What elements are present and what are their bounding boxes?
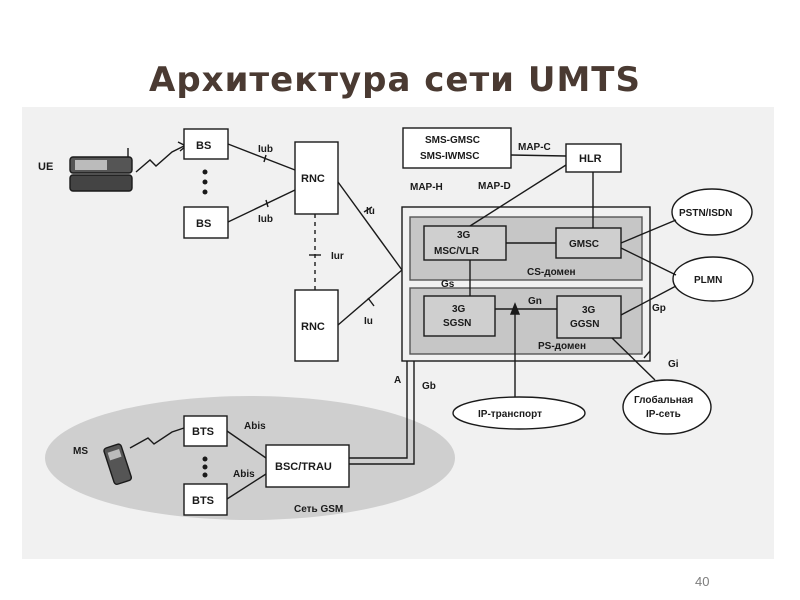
sms-gmsc-label: SMS-GMSC	[425, 135, 480, 146]
msc-vlr-label-line2: MSC/VLR	[434, 246, 480, 257]
a-label: A	[394, 375, 401, 386]
ue-phone-icon	[69, 148, 133, 192]
iu-top-label: Iu	[366, 206, 375, 217]
bts-ellipsis-dot	[202, 456, 208, 462]
ggsn-box	[556, 295, 622, 339]
map-h-label: MAP-H	[410, 182, 443, 193]
rnc-top-box	[294, 141, 339, 215]
iur-label: Iur	[331, 251, 344, 262]
rnc-bottom-box	[294, 289, 339, 362]
global-ip-network-ellipse	[622, 379, 712, 435]
bts-top-box	[183, 415, 228, 447]
ggsn-label-line2: GGSN	[570, 319, 599, 330]
global-ip-label-line1: Глобальная	[634, 394, 693, 406]
core-network-frame	[401, 206, 651, 362]
gmsc-label: GMSC	[569, 239, 599, 250]
sms-iwmsc-label: SMS-IWMSC	[420, 151, 479, 162]
cs-domain-label: CS-домен	[527, 267, 576, 278]
iu-bottom-label: Iu	[364, 316, 373, 327]
sgsn-label-line1: 3G	[452, 304, 466, 315]
gi-label: Gi	[668, 359, 679, 370]
gb-label: Gb	[422, 381, 436, 392]
gsm-network-area	[45, 396, 455, 520]
ue-radio-link	[135, 145, 185, 173]
bs-ellipsis-dot	[202, 179, 208, 185]
gn-label: Gn	[528, 296, 542, 307]
sgsn-label-line2: SGSN	[443, 318, 471, 329]
global-ip-label-line2: IP-сеть	[646, 409, 681, 420]
umts-architecture-diagram: UE BS BS RNC RNC Iub Iub Iur Iu Iu SMS-G…	[38, 127, 754, 520]
iub-bottom-label: Iub	[258, 214, 273, 225]
sgsn-box	[423, 295, 496, 337]
bs-ellipsis-dot	[202, 169, 208, 175]
rnc-top-label: RNC	[301, 173, 325, 185]
ue-label: UE	[38, 161, 53, 173]
gb-interface-link	[349, 361, 415, 465]
msc-vlr-box	[423, 225, 507, 261]
ps-domain-label: PS-домен	[538, 341, 586, 352]
bts-ellipsis-dot	[202, 464, 208, 470]
bs-top-label: BS	[196, 140, 211, 152]
msc-vlr-label-line1: 3G	[457, 230, 471, 241]
abis-top-label: Abis	[244, 421, 266, 432]
ms-radio-link	[129, 427, 185, 449]
bs-bottom-label: BS	[196, 218, 211, 230]
rnc-bottom-label: RNC	[301, 321, 325, 333]
bs-ellipsis-dot	[202, 189, 208, 195]
sms-gmsc-box	[402, 127, 512, 169]
plmn-label: PLMN	[694, 275, 722, 286]
pstn-isdn-label: PSTN/ISDN	[679, 208, 732, 219]
bs-bottom-box	[183, 206, 229, 239]
ip-transport-label: IP-транспорт	[478, 409, 542, 420]
ms-phone-icon	[103, 443, 133, 485]
map-c-label: MAP-C	[518, 142, 551, 153]
ggsn-label-line1: 3G	[582, 305, 596, 316]
gsm-network-label: Сеть GSM	[294, 504, 343, 515]
gs-label: Gs	[441, 279, 455, 290]
gmsc-box	[555, 227, 622, 259]
bs-top-box	[183, 128, 229, 160]
bts-top-label: BTS	[192, 426, 214, 438]
bts-bottom-box	[183, 483, 228, 516]
abis-bottom-label: Abis	[233, 469, 255, 480]
bts-bottom-label: BTS	[192, 495, 214, 507]
iub-top-label: Iub	[258, 144, 273, 155]
gp-label: Gp	[652, 303, 666, 314]
ms-label: MS	[73, 446, 88, 457]
hlr-label: HLR	[579, 153, 602, 165]
map-d-label: MAP-D	[478, 181, 511, 192]
pstn-isdn-ellipse	[671, 188, 753, 236]
plmn-ellipse	[672, 256, 754, 302]
bsc-trau-label: BSC/TRAU	[275, 461, 332, 473]
bts-ellipsis-dot	[202, 472, 208, 478]
page-number: 40	[695, 574, 710, 589]
bsc-trau-box	[265, 444, 350, 488]
ip-transport-ellipse	[452, 396, 586, 430]
a-interface-link	[349, 361, 408, 459]
slide-title: Архитектура сети UMTS	[149, 60, 641, 100]
